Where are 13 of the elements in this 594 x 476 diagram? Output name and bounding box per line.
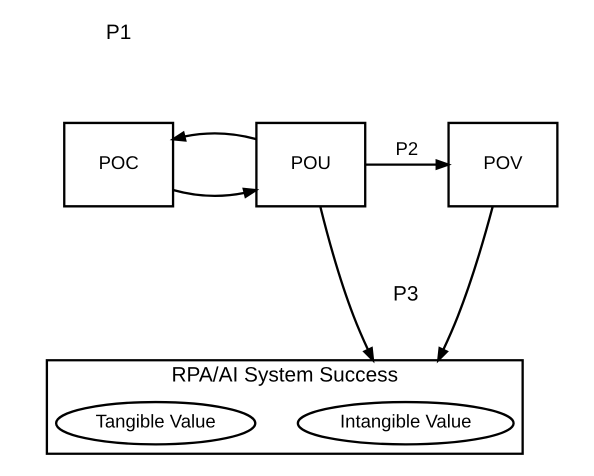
label: P1 — [105, 20, 131, 44]
node-ellipse: Intangible Value — [296, 400, 514, 446]
node-ellipse: Tangible Value — [54, 400, 256, 446]
arrow — [172, 188, 259, 199]
arrow — [364, 158, 452, 170]
node-box: POC — [62, 122, 174, 208]
node-box: POV — [446, 122, 558, 208]
edge-label: P2 — [395, 138, 418, 160]
arrow — [318, 206, 374, 364]
label: P3 — [392, 282, 418, 306]
arrow — [436, 206, 494, 364]
node-box: POU — [254, 122, 366, 208]
arrow — [169, 130, 256, 142]
